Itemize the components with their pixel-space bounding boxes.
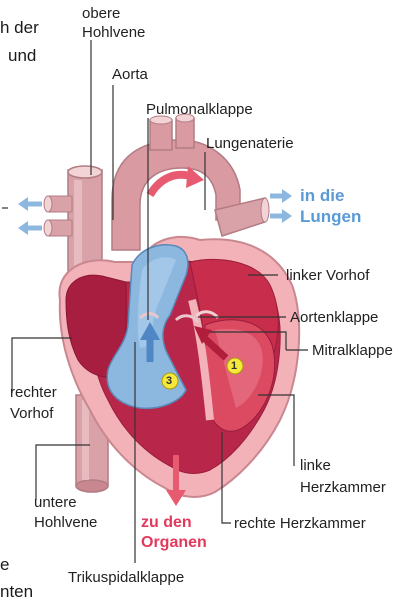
marker-1-label: 1	[231, 357, 237, 375]
lung-arrows-left	[18, 197, 42, 235]
label-in-die-lungen-1: in die	[300, 186, 344, 206]
marker-3-label: 3	[166, 372, 172, 390]
label-linker-vorhof: linker Vorhof	[286, 266, 369, 285]
label-untere-hohlvene-2: Hohlvene	[34, 513, 97, 532]
label-aorta: Aorta	[112, 65, 148, 84]
label-linke-herzkammer-1: linke	[300, 456, 331, 475]
label-zu-den-organen-1: zu den	[141, 513, 192, 533]
label-untere-hohlvene-1: untere	[34, 493, 77, 512]
label-rechter-vorhof-2: Vorhof	[10, 404, 53, 423]
label-aortenklappe: Aortenklappe	[290, 308, 378, 327]
text-fragment-top-1: h der	[0, 18, 39, 38]
label-mitralklappe: Mitralklappe	[312, 341, 393, 360]
text-fragment-top-2: und	[8, 46, 36, 66]
label-rechte-herzkammer: rechte Herzkammer	[234, 514, 366, 533]
label-lungenaterie: Lungenaterie	[206, 134, 294, 153]
text-fragment-bottom-1: e	[0, 555, 9, 575]
label-obere-hohlvene-1: obere	[82, 4, 120, 23]
lung-arrows-right	[270, 189, 292, 223]
label-trikuspidalklappe: Trikuspidalklappe	[68, 568, 184, 587]
label-rechter-vorhof-1: rechter	[10, 383, 57, 402]
text-fragment-bottom-2: nten	[0, 582, 33, 602]
label-obere-hohlvene-2: Hohlvene	[82, 23, 145, 42]
label-linke-herzkammer-2: Herzkammer	[300, 478, 386, 497]
label-in-die-lungen-2: Lungen	[300, 207, 361, 227]
label-pulmonalklappe: Pulmonalklappe	[146, 100, 253, 119]
aorta-flow-arrow	[150, 175, 190, 195]
label-zu-den-organen-2: Organen	[141, 533, 207, 553]
